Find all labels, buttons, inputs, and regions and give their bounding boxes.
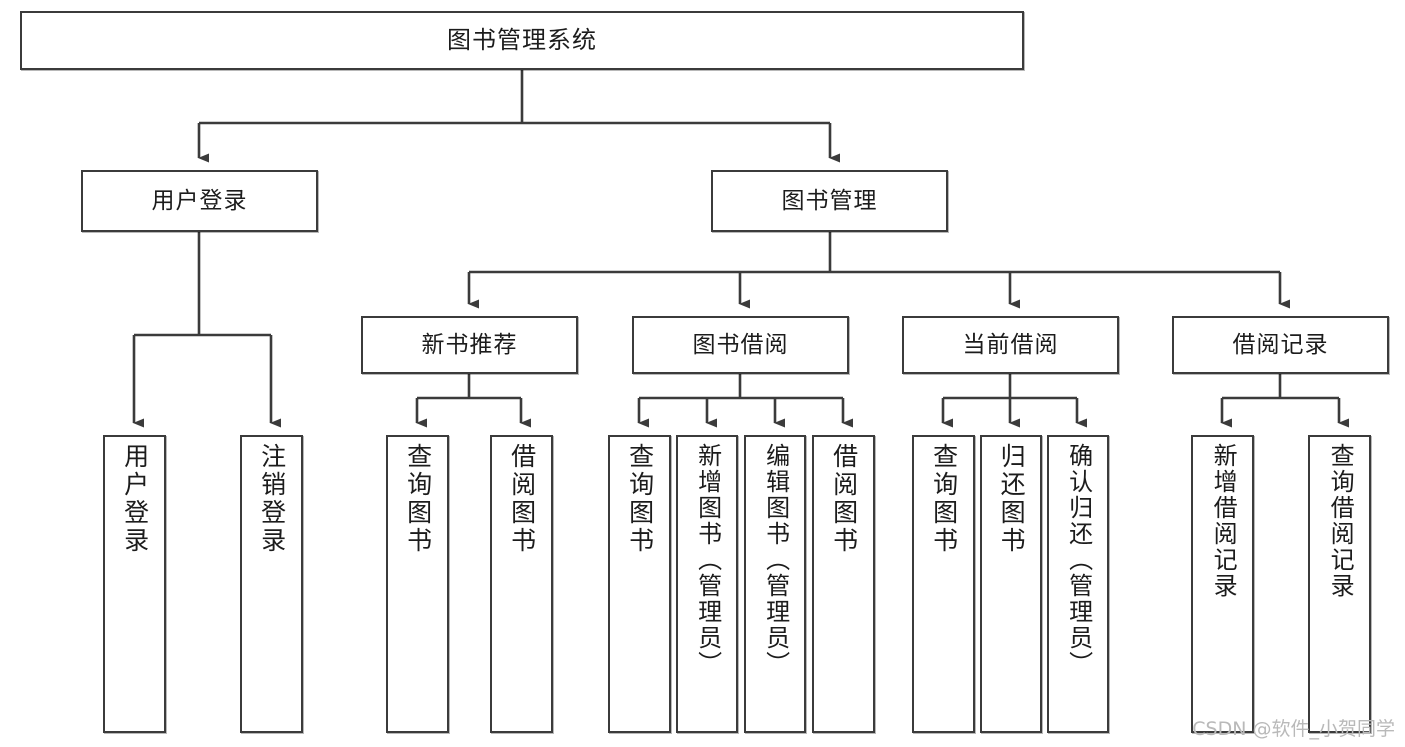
node-root-system[interactable]: 图书管理系统 xyxy=(20,11,1024,70)
node-current-borrow[interactable]: 当前借阅 xyxy=(902,316,1119,374)
node-new-book-recommend[interactable]: 新书推荐 xyxy=(361,316,578,374)
node-label: 查询图书 xyxy=(929,443,959,555)
node-label: 确认归还（管理员） xyxy=(1064,443,1093,677)
leaf-edit-book-admin[interactable]: 编辑图书（管理员） xyxy=(744,435,806,733)
leaf-query-book-current[interactable]: 查询图书 xyxy=(912,435,975,733)
node-book-management[interactable]: 图书管理 xyxy=(711,170,948,232)
node-label: 用户登录 xyxy=(120,443,150,555)
node-label: 查询图书 xyxy=(403,443,433,555)
leaf-borrow-book-recommend[interactable]: 借阅图书 xyxy=(490,435,553,733)
node-label: 借阅图书 xyxy=(829,443,859,555)
node-label: 当前借阅 xyxy=(962,331,1059,358)
node-label: 查询借阅记录 xyxy=(1326,443,1355,599)
node-label: 图书借阅 xyxy=(692,331,789,358)
node-label: 用户登录 xyxy=(151,187,248,214)
leaf-return-book[interactable]: 归还图书 xyxy=(980,435,1042,733)
node-label: 查询图书 xyxy=(625,443,655,555)
node-label: 图书管理 xyxy=(781,187,878,214)
leaf-borrow-book[interactable]: 借阅图书 xyxy=(812,435,875,733)
leaf-add-book-admin[interactable]: 新增图书（管理员） xyxy=(676,435,738,733)
leaf-add-borrow-record[interactable]: 新增借阅记录 xyxy=(1191,435,1254,733)
leaf-query-book-recommend[interactable]: 查询图书 xyxy=(386,435,449,733)
node-label: 注销登录 xyxy=(257,443,287,555)
leaf-query-borrow-record[interactable]: 查询借阅记录 xyxy=(1308,435,1371,733)
node-label: 新增借阅记录 xyxy=(1209,443,1238,599)
node-label: 编辑图书（管理员） xyxy=(761,443,790,677)
node-user-login[interactable]: 用户登录 xyxy=(81,170,318,232)
leaf-logout[interactable]: 注销登录 xyxy=(240,435,303,733)
watermark: CSDN @软件_小贺同学 xyxy=(1192,718,1395,740)
leaf-confirm-return-admin[interactable]: 确认归还（管理员） xyxy=(1047,435,1109,733)
leaf-user-login[interactable]: 用户登录 xyxy=(103,435,166,733)
node-book-borrow[interactable]: 图书借阅 xyxy=(632,316,849,374)
node-label: 图书管理系统 xyxy=(447,25,597,54)
node-label: 借阅记录 xyxy=(1232,331,1329,358)
node-label: 归还图书 xyxy=(997,443,1027,555)
leaf-query-book-borrow[interactable]: 查询图书 xyxy=(608,435,671,733)
node-label: 新书推荐 xyxy=(421,331,518,358)
node-label: 借阅图书 xyxy=(507,443,537,555)
node-label: 新增图书（管理员） xyxy=(693,443,722,677)
node-borrow-record[interactable]: 借阅记录 xyxy=(1172,316,1389,374)
